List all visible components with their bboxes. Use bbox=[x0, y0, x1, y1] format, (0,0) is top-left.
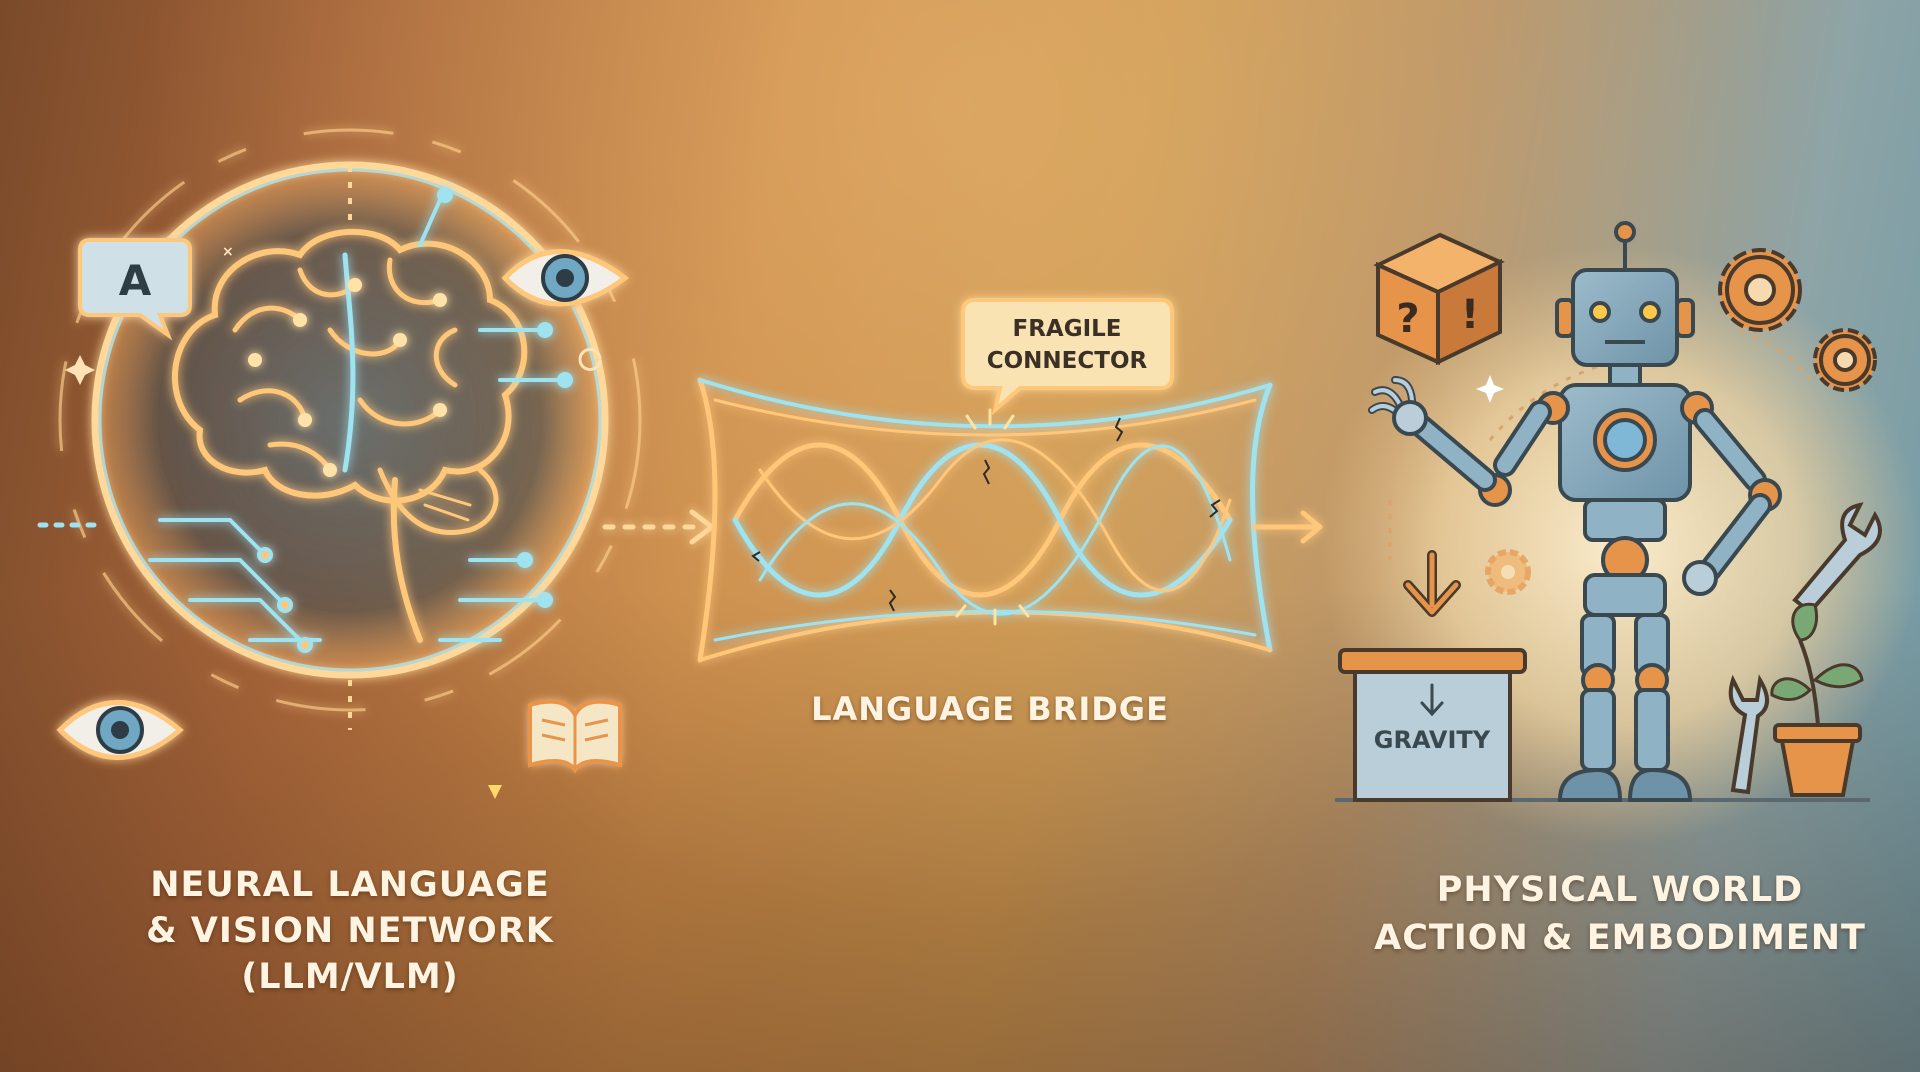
robot-icon bbox=[1368, 221, 1782, 802]
brain-nodes bbox=[248, 278, 447, 477]
gravity-box: GRAVITY bbox=[1338, 648, 1527, 802]
book-icon bbox=[528, 699, 622, 774]
small-triangle-mark bbox=[488, 785, 502, 799]
sparkle-x: × bbox=[222, 244, 234, 260]
gear-icon-faint bbox=[1485, 549, 1531, 595]
wrench-icon-small bbox=[1728, 674, 1769, 795]
left-title-line1: NEURAL LANGUAGE bbox=[150, 865, 550, 905]
gear-icon-small bbox=[1813, 328, 1877, 392]
big-arrow-down-icon bbox=[1403, 550, 1461, 617]
middle-section-title: LANGUAGE BRIDGE bbox=[811, 690, 1169, 728]
spark-marks bbox=[955, 408, 1030, 626]
arrow-left-to-bridge bbox=[602, 509, 715, 545]
left-title-line2: & VISION NETWORK bbox=[146, 911, 554, 951]
circuit-traces bbox=[148, 187, 573, 653]
left-title-line3: (LLM/VLM) bbox=[241, 957, 459, 997]
eye-icon-secondary bbox=[56, 700, 184, 760]
box-mark-exclaim: ! bbox=[1461, 292, 1479, 338]
plant-icon bbox=[1770, 602, 1864, 797]
sparkle-icon-right bbox=[1476, 375, 1504, 403]
motion-dashes bbox=[1488, 328, 1812, 441]
sparkle-icon bbox=[65, 355, 95, 385]
neural-network-group bbox=[37, 128, 642, 730]
right-section-title: PHYSICAL WORLD ACTION & EMBODIMENT bbox=[1340, 866, 1900, 962]
bridge-cracks bbox=[751, 417, 1221, 612]
arrow-down-icon bbox=[1420, 683, 1444, 717]
orbit-ring bbox=[58, 128, 642, 712]
mystery-box-icon: ? ! bbox=[1373, 232, 1505, 366]
eye-icon bbox=[501, 249, 630, 307]
chat-bubble-letter: A bbox=[119, 256, 152, 305]
callout-line1: FRAGILE bbox=[1012, 316, 1121, 342]
wrench-icon bbox=[1792, 502, 1882, 615]
arrow-bridge-to-world bbox=[1252, 510, 1323, 544]
right-title-line2: ACTION & EMBODIMENT bbox=[1374, 918, 1866, 958]
callout-line2: CONNECTOR bbox=[987, 348, 1148, 374]
box-mark-question: ? bbox=[1396, 296, 1419, 342]
fragile-connector-callout: FRAGILE CONNECTOR bbox=[961, 298, 1174, 416]
left-section-title: NEURAL LANGUAGE & VISION NETWORK (LLM/VL… bbox=[110, 862, 590, 1000]
gear-icon bbox=[1718, 248, 1802, 332]
brain-icon bbox=[172, 228, 528, 643]
gravity-label: GRAVITY bbox=[1374, 726, 1491, 754]
language-bridge-group bbox=[697, 377, 1273, 663]
small-arc-mark bbox=[578, 348, 602, 371]
chat-bubble-icon: A bbox=[78, 238, 192, 341]
right-title-line1: PHYSICAL WORLD bbox=[1436, 870, 1804, 910]
